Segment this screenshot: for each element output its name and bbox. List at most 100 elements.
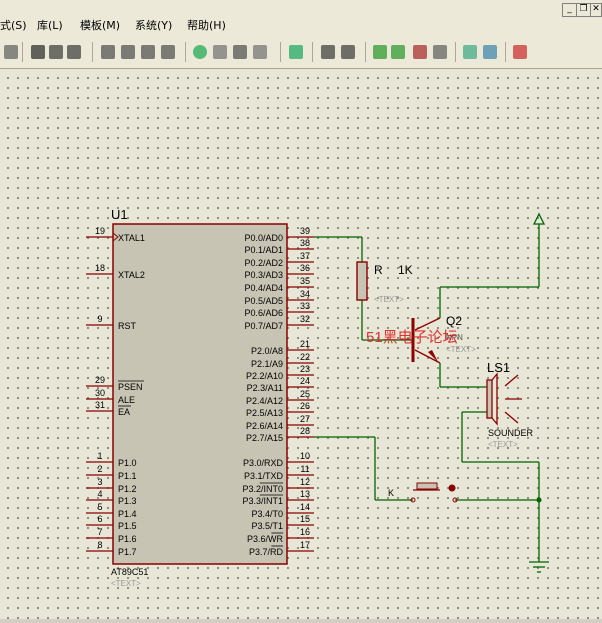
pin-name: P1.4 [118,509,137,519]
zoom-icon[interactable] [193,45,207,59]
pin-number: 1 [97,451,102,461]
menu-item-help[interactable]: 帮助(H) [187,19,226,32]
add-sheet-icon[interactable] [391,45,405,59]
toolbar-separator [22,42,23,62]
pin-name: P2.1/A9 [251,359,283,369]
pin-name: P0.1/AD1 [244,245,283,255]
pin-name: XTAL1 [118,233,145,243]
bom-icon[interactable] [463,45,477,59]
pin-name: P1.3 [118,496,137,506]
remove-sheet-icon[interactable] [413,45,427,59]
pin-number: 35 [300,276,310,286]
switch-actuator-icon [448,484,456,492]
pin-number: 32 [300,314,310,324]
undo-icon[interactable] [4,45,18,59]
property-tool-icon[interactable] [341,45,355,59]
pin-name: P3.1/TXD [244,471,284,481]
toolbar-separator [185,42,186,62]
block-copy-icon[interactable] [101,45,115,59]
mcu-part-label: AT89C51 [111,567,148,577]
menu-item-library[interactable]: 库(L) [37,19,63,32]
pin-number: 15 [300,514,310,524]
decompose-icon[interactable] [253,45,267,59]
buzzer-ref: LS1 [487,360,510,375]
transistor-emitter [414,349,441,364]
mcu-text-placeholder: <TEXT> [111,579,141,588]
pin-number: 5 [97,502,102,512]
menu-bar: 式(S) 库(L) 模板(M) 系统(Y) 帮助(H) _ ❐ ✕ [0,0,602,36]
minimize-button[interactable]: _ [562,3,577,17]
goto-sheet-icon[interactable] [433,45,447,59]
cut-icon[interactable] [31,45,45,59]
pin-name: P3.6/WR [247,534,284,544]
netlist-icon[interactable] [483,45,497,59]
close-button[interactable]: ✕ [590,3,602,17]
menu-item-system[interactable]: 系统(Y) [135,19,173,32]
pin-name: EA [118,407,130,417]
pin-number: 33 [300,301,310,311]
menu-item-design[interactable]: 式(S) [0,19,27,32]
pin-number: 36 [300,263,310,273]
buzzer-text-placeholder: <TEXT> [488,440,518,449]
toolbar-separator [312,42,313,62]
forum-watermark: 51黑电子论坛 [366,329,458,346]
toolbar [0,36,602,69]
pin-name: P0.6/AD6 [244,308,283,318]
mcu-body [112,223,288,565]
pin-number: 8 [97,540,102,550]
pick-device-icon[interactable] [213,45,227,59]
toolbar-separator [505,42,506,62]
clock-arrow [112,232,119,242]
buzzer-body [486,379,493,419]
pin-name: P0.3/AD3 [244,270,283,280]
pin-number: 31 [95,400,105,410]
pin-name: P1.0 [118,458,137,468]
restore-button[interactable]: ❐ [576,3,591,17]
transistor-collector [414,317,441,331]
pin-name: P3.3/INT1 [242,496,283,506]
new-sheet-icon[interactable] [373,45,387,59]
pin-name: P2.2/A10 [246,371,283,381]
pin-number: 29 [95,375,105,385]
pin-name: P3.0/RXD [243,458,284,468]
pin-name: P0.5/AD5 [244,296,283,306]
menu-item-template[interactable]: 模板(M) [80,19,121,32]
pin-number: 13 [300,489,310,499]
search-icon[interactable] [321,45,335,59]
pin-name: P2.0/A8 [251,346,283,356]
pin-number: 27 [300,414,310,424]
sound-wave [504,411,519,424]
pin-name: P0.2/AD2 [244,258,283,268]
pin-number: 26 [300,401,310,411]
make-device-icon[interactable] [233,45,247,59]
resistor-text-placeholder: <TEXT> [374,295,404,304]
transistor-arrow-icon [428,350,438,362]
block-delete-icon[interactable] [161,45,175,59]
pin-number: 3 [97,477,102,487]
pin-name: P2.3/A11 [247,383,283,393]
buzzer-cone [491,372,498,426]
switch-ref: K [388,488,394,498]
toolbar-separator [365,42,366,62]
pin-name: P0.4/AD4 [244,283,283,293]
pin-name: P2.4/A12 [246,396,283,406]
pin-number: 11 [300,464,309,474]
block-move-icon[interactable] [121,45,135,59]
switch-contact [410,497,416,503]
block-rotate-icon[interactable] [141,45,155,59]
toolbar-separator [455,42,456,62]
pin-name: P3.7/RD [249,547,284,557]
pin-number: 21 [300,339,310,349]
buzzer-part: SOUNDER [488,428,534,438]
pin-name: P2.6/A14 [246,421,283,431]
pin-number: 17 [300,540,310,550]
pin-name: P2.7/A15 [246,433,283,443]
copy-icon[interactable] [49,45,63,59]
pin-number: 28 [300,426,310,436]
wire-autorouter-icon[interactable] [289,45,303,59]
paste-icon[interactable] [67,45,81,59]
pin-number: 9 [97,314,102,324]
pin-number: 30 [95,388,105,398]
ares-icon[interactable] [513,45,527,59]
